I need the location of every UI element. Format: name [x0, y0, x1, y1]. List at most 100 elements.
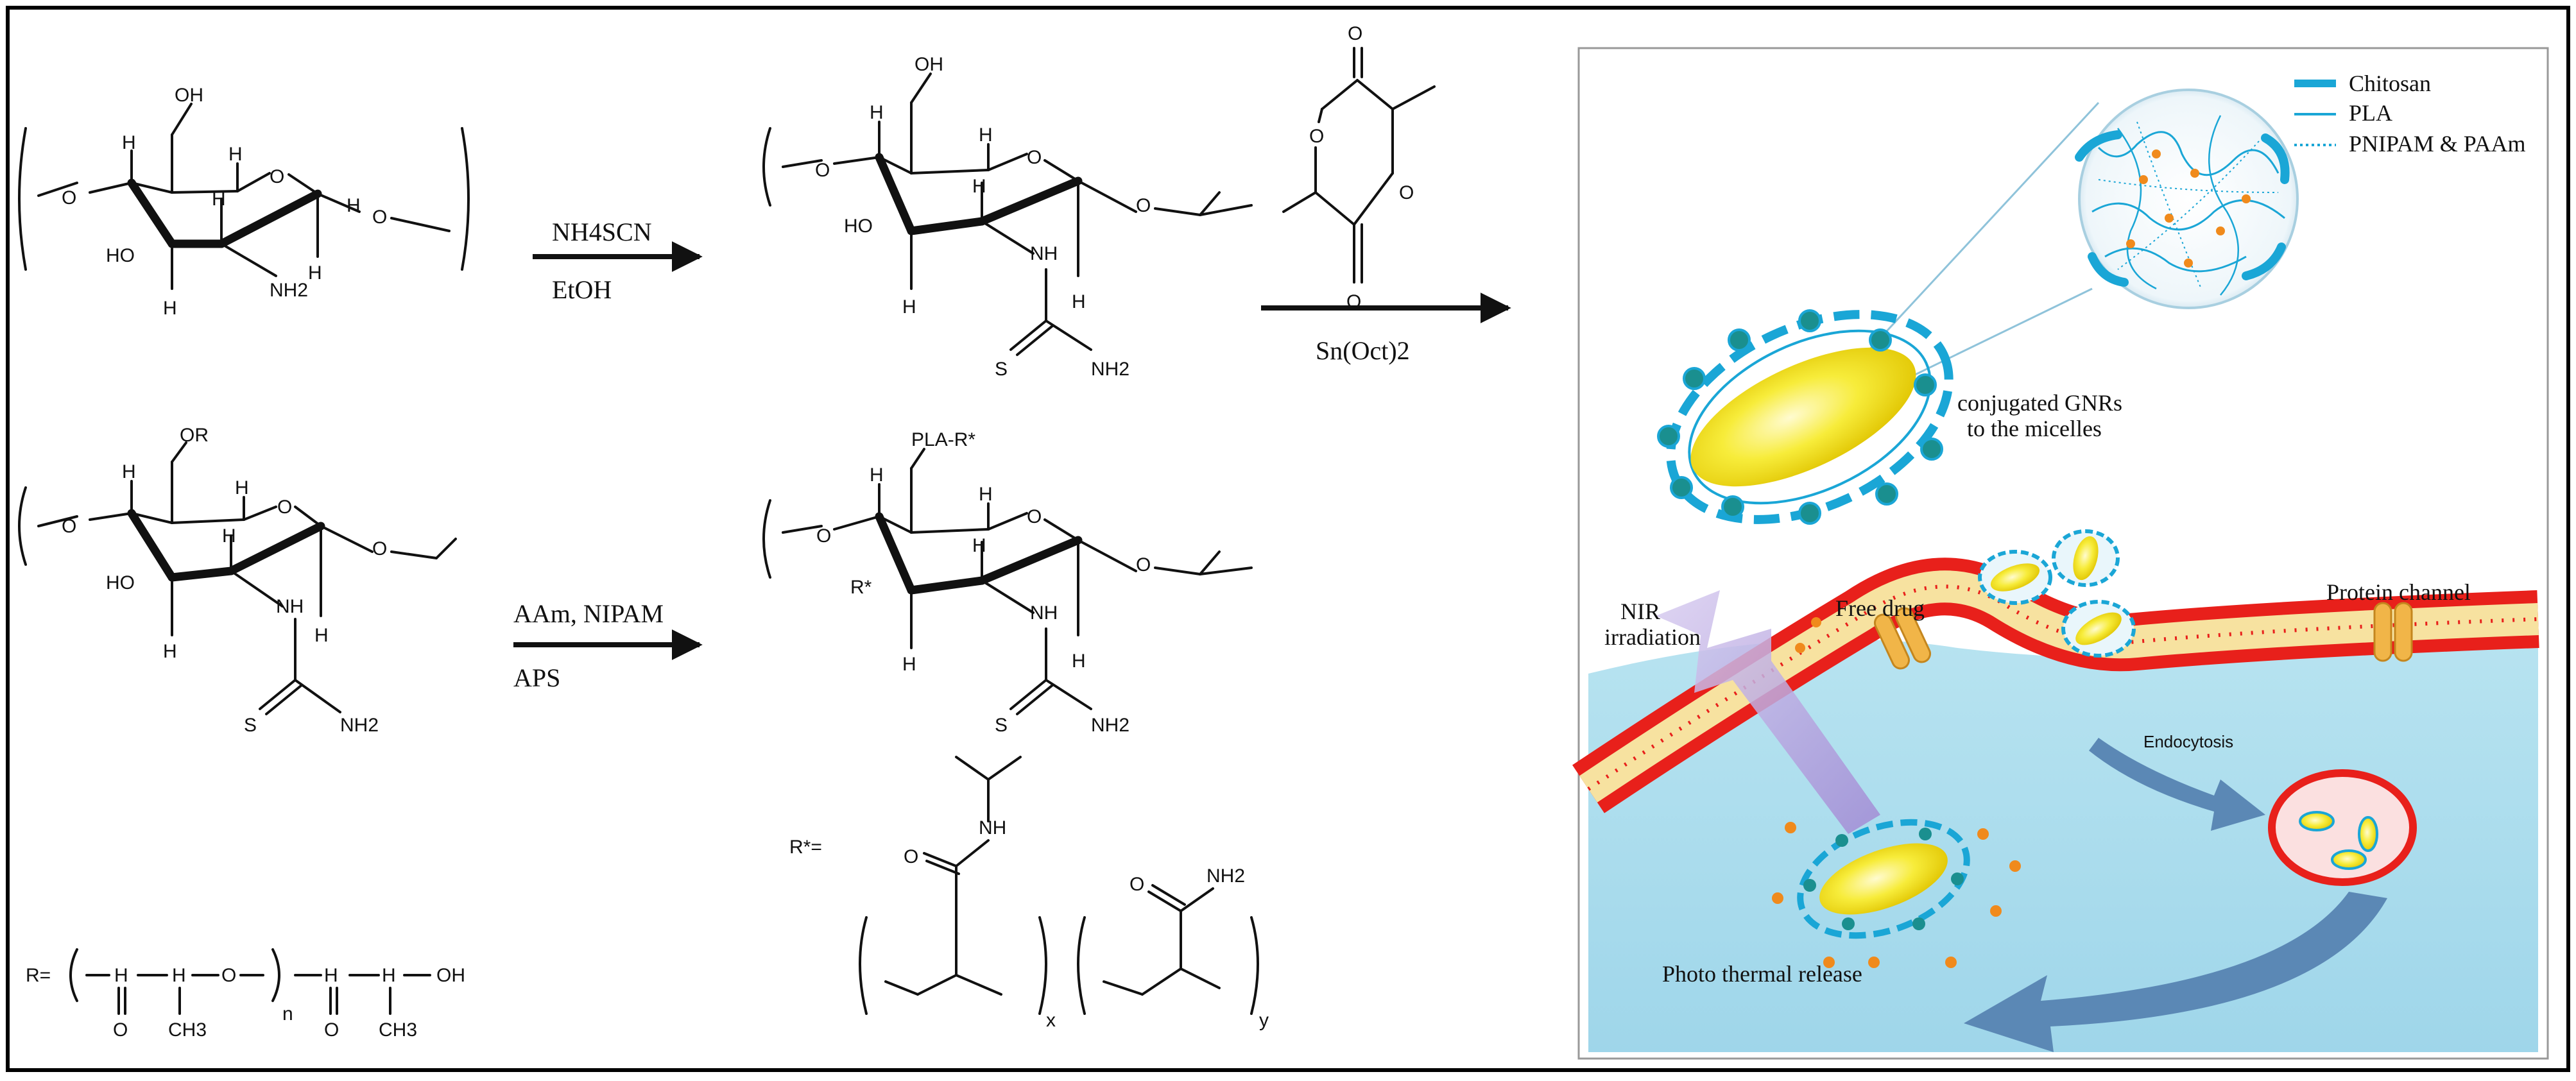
free-drug-label: Free drug [1835, 595, 1925, 621]
svg-text:O: O [1399, 182, 1414, 203]
svg-text:H: H [212, 189, 226, 210]
svg-text:O: O [1136, 195, 1151, 216]
svg-text:H: H [979, 124, 993, 146]
gnr-micelle-small-2 [2052, 529, 2120, 587]
pla-chitosan: O H OR H O HO H H NH [18, 425, 457, 736]
svg-text:O: O [372, 207, 387, 228]
chitosan-unit: O H OH H O HO H H NH2 H [18, 85, 470, 319]
svg-text:H: H [163, 298, 177, 319]
svg-text:NH2: NH2 [270, 280, 308, 301]
legend-pnipam-paam: PNIPAM & PAAm [2349, 131, 2525, 157]
svg-text:NH2: NH2 [340, 715, 379, 736]
svg-text:R=: R= [26, 965, 51, 986]
svg-text:R*: R* [850, 577, 872, 598]
reagent-snoct2: Sn(Oct)2 [1316, 336, 1410, 365]
svg-text:H: H [902, 296, 916, 318]
svg-text:O: O [1348, 23, 1362, 44]
reagent-aam-nipam: AAm, NIPAM [513, 599, 664, 628]
svg-text:R*=: R*= [789, 837, 822, 858]
protein-channel-left [1873, 607, 1932, 670]
svg-text:x: x [1046, 1010, 1056, 1031]
svg-text:H: H [870, 464, 884, 486]
svg-text:NH: NH [1030, 243, 1058, 264]
svg-text:NH: NH [1030, 602, 1058, 624]
svg-text:H: H [235, 477, 249, 498]
svg-text:S: S [995, 359, 1008, 380]
svg-text:NH: NH [979, 817, 1006, 838]
svg-text:H: H [1072, 291, 1086, 312]
zoom-circle [2078, 89, 2299, 309]
svg-text:NH2: NH2 [1091, 359, 1129, 380]
svg-text:O: O [62, 516, 76, 537]
reagent-etoh: EtOH [552, 275, 612, 304]
svg-text:O: O [270, 166, 284, 187]
svg-text:H: H [122, 461, 136, 482]
svg-text:H: H [228, 144, 243, 165]
svg-text:HO: HO [844, 216, 873, 237]
svg-text:CH3: CH3 [168, 1019, 207, 1041]
svg-text:n: n [282, 1003, 293, 1025]
legend-pla: PLA [2349, 100, 2392, 126]
svg-text:H: H [122, 132, 136, 153]
nir-beam [1656, 590, 1880, 834]
gnr-micelle-small-1 [1978, 550, 2052, 605]
protein-channel-right [2373, 602, 2413, 662]
svg-text:O: O [1027, 506, 1042, 527]
svg-text:OH: OH [914, 54, 943, 75]
svg-text:O: O [1129, 874, 1144, 895]
svg-text:H: H [870, 102, 884, 123]
endocytic-vesicle [2268, 769, 2417, 886]
svg-text:H: H [347, 195, 361, 216]
svg-text:OH: OH [175, 85, 203, 106]
svg-text:O: O [62, 187, 76, 209]
legend: Chitosan PLA PNIPAM & PAAm [2294, 71, 2525, 157]
svg-text:H: H [324, 965, 338, 986]
svg-text:NH: NH [276, 596, 304, 617]
nir-label-line2: irradiation [1604, 624, 1701, 650]
zoom-drug-dots [2126, 149, 2251, 268]
svg-text:O: O [113, 1019, 128, 1041]
legend-chitosan: Chitosan [2349, 71, 2431, 96]
svg-text:H: H [1072, 651, 1086, 672]
svg-text:H: H [114, 965, 128, 986]
svg-text:H: H [972, 176, 986, 197]
svg-text:O: O [1027, 147, 1042, 168]
svg-text:O: O [815, 160, 830, 181]
svg-text:OH: OH [436, 965, 465, 986]
grafted-product: O H PLA-R* H O R* H H NH [762, 429, 1253, 736]
svg-text:HO: HO [106, 245, 135, 266]
svg-text:O: O [816, 525, 831, 547]
endocytosis-arrow [2089, 738, 2265, 831]
svg-text:O: O [1136, 554, 1151, 575]
svg-text:H: H [902, 654, 916, 675]
thiourea-chitosan: O H OH H O HO H H NH [762, 54, 1253, 380]
svg-text:NH2: NH2 [1206, 865, 1245, 887]
reagent-aps: APS [513, 663, 560, 692]
gnr-micelle-large [1657, 309, 1953, 525]
release-arrow [1964, 892, 2387, 1052]
svg-text:H: H [222, 525, 236, 547]
svg-text:H: H [972, 535, 986, 556]
schematic-panel: NIR irradiation Chi [1572, 47, 2549, 1060]
gnr-micelle-release [1772, 819, 2021, 968]
conjugated-label-line1: conjugated GNRs [1957, 390, 2122, 416]
r-definition: R= H O H CH3 O n H O H CH3 OH [26, 948, 465, 1041]
svg-text:NH2: NH2 [1091, 715, 1129, 736]
protein-channel-label: Protein channel [2326, 579, 2471, 605]
r-star-definition: R*= NH O x O NH2 [789, 756, 1269, 1031]
conjugated-label-line2: to the micelles [1967, 416, 2102, 441]
svg-text:H: H [979, 484, 993, 505]
svg-text:O: O [324, 1019, 339, 1041]
svg-text:H: H [308, 262, 322, 284]
endocytosis-label: Endocytosis [2143, 732, 2233, 751]
svg-text:y: y [1259, 1010, 1269, 1031]
svg-text:S: S [244, 715, 257, 736]
reagent-nh4scn: NH4SCN [552, 217, 652, 246]
svg-text:O: O [372, 538, 387, 559]
svg-text:HO: HO [106, 572, 135, 593]
chemical-scheme: O H OH H O HO H H NH2 H [18, 23, 1511, 1041]
svg-text:PLA-R*: PLA-R* [911, 429, 975, 450]
svg-text:O: O [277, 497, 292, 518]
